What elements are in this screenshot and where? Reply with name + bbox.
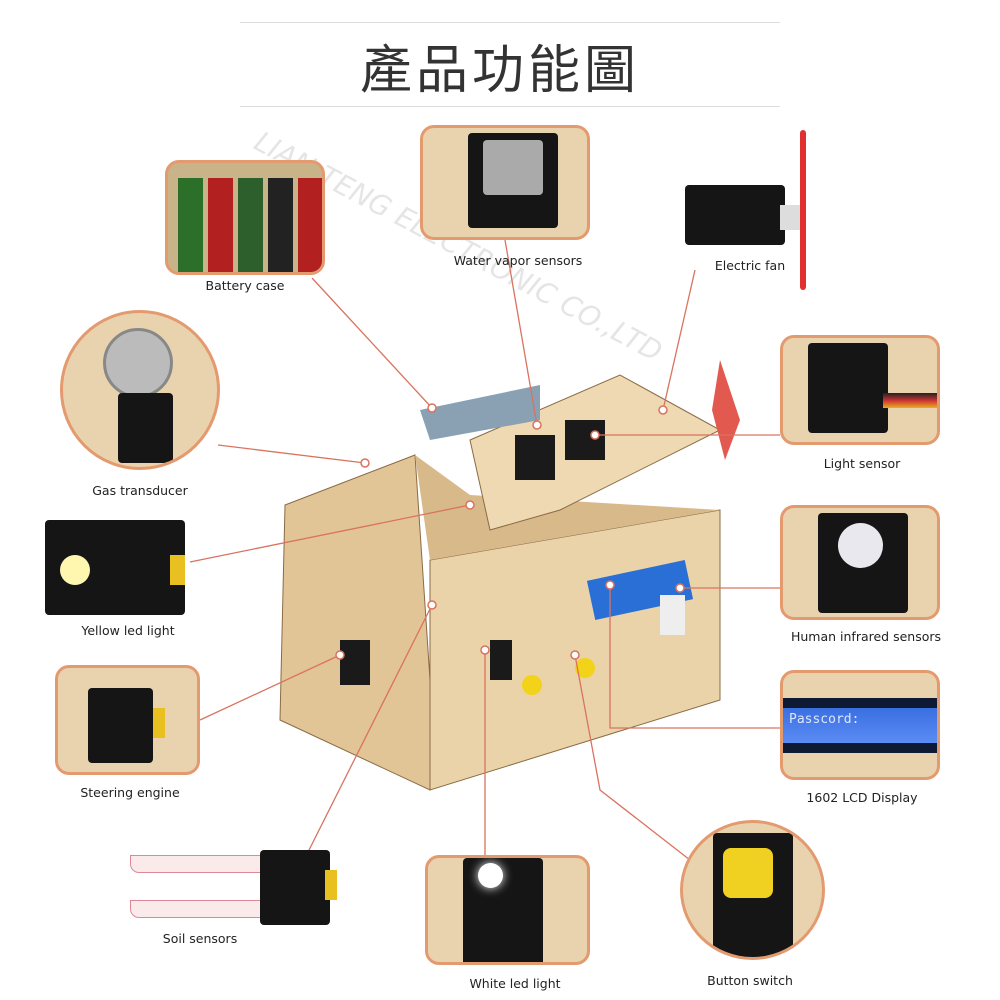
electric-fan-image (685, 130, 830, 290)
top-rule (240, 22, 780, 23)
steering-engine-label: Steering engine (80, 785, 180, 800)
gas-transducer-label: Gas transducer (92, 483, 188, 498)
electric-fan-label: Electric fan (714, 258, 786, 273)
human-infrared-sensor-image (780, 505, 940, 620)
white-led-label: White led light (469, 976, 561, 991)
water-vapor-sensor-image (420, 125, 590, 240)
soil-sensors-label: Soil sensors (162, 931, 238, 946)
yellow-led-image (45, 520, 205, 615)
lcd-text: Passcord: (783, 708, 937, 743)
lcd-display-image: Passcord: (780, 670, 940, 780)
steering-engine-image (55, 665, 200, 775)
water-vapor-sensors-label: Water vapor sensors (453, 253, 583, 268)
gas-transducer-image (60, 310, 220, 470)
battery-case-label: Battery case (205, 278, 285, 293)
white-led-image (425, 855, 590, 965)
bottom-rule (240, 106, 780, 107)
lcd-display-label: 1602 LCD Display (806, 790, 918, 805)
battery-case-image (165, 160, 325, 275)
button-switch-image (680, 820, 825, 960)
button-switch-label: Button switch (707, 973, 793, 988)
light-sensor-image (780, 335, 940, 445)
yellow-led-label: Yellow led light (81, 623, 175, 638)
human-infrared-sensors-label: Human infrared sensors (790, 629, 942, 644)
light-sensor-label: Light sensor (823, 456, 901, 471)
soil-sensor-image (120, 850, 350, 930)
page-title: 產品功能圖 (359, 41, 640, 101)
